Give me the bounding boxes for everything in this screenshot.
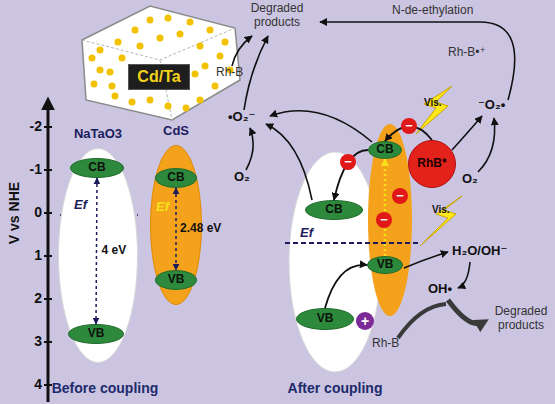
node-text: Cd/Ta — [137, 68, 180, 86]
band-edge-oval: CB — [368, 141, 402, 159]
cds-band — [368, 124, 412, 316]
dye-label: Rh-B — [216, 66, 243, 80]
fermi-level-label: Ef — [156, 200, 169, 215]
product-label: Degraded products — [484, 305, 555, 333]
ellipse-shape — [71, 159, 124, 178]
ellipse-shape — [69, 325, 124, 344]
band-edge-oval: CB — [305, 200, 363, 220]
electron-symbol: − — [376, 212, 392, 228]
ellipse-shape — [368, 257, 403, 274]
radical-label: ⁻O₂• — [478, 98, 505, 113]
connector — [175, 188, 177, 270]
connector — [334, 150, 368, 200]
axis-tick-label: 1 — [20, 247, 42, 263]
hole-symbol: + — [356, 312, 374, 330]
node-text: RhB* — [417, 157, 446, 170]
fermi-level-label: Ef — [74, 198, 87, 213]
node-text: VB — [317, 312, 334, 325]
connector — [384, 159, 387, 256]
panel-caption: Before coupling — [40, 380, 170, 396]
product-label: Degraded products — [240, 2, 314, 30]
degradation-arrow — [398, 304, 446, 338]
axis-tick-label: 3 — [20, 333, 42, 349]
node-text: CB — [325, 203, 342, 216]
electron-symbol: − — [340, 154, 356, 170]
axis-tick-label: 2 — [20, 290, 42, 306]
polyhedron — [82, 6, 240, 120]
dye-circle: RhB* — [408, 140, 456, 188]
dye-label: Rh-B — [372, 337, 399, 351]
panel-caption: After coupling — [270, 380, 400, 396]
band-heading: NaTaO3 — [74, 127, 122, 141]
light-label: Vis. — [424, 97, 442, 109]
band-heading: CdS — [163, 124, 189, 138]
band-edge-oval: CB — [155, 168, 197, 188]
process-label: N-de-ethylation — [392, 4, 473, 18]
fermi-level-label: Ef — [300, 226, 313, 241]
ellipse-shape — [297, 309, 354, 330]
connector — [96, 178, 97, 324]
node-text: VB — [168, 273, 185, 286]
band-edge-oval: VB — [68, 324, 124, 344]
ellipse-shape — [369, 142, 402, 159]
light-label: Vis. — [432, 204, 450, 216]
light-bolt — [416, 86, 452, 134]
ellipse-shape — [409, 141, 456, 188]
axis-tick-label: 0 — [20, 204, 42, 220]
node-text: VB — [377, 258, 394, 271]
species-label: O₂ — [462, 172, 478, 187]
species-label: O₂ — [234, 170, 250, 185]
dye-label: Rh-B•⁺ — [448, 46, 486, 60]
electron-symbol: − — [401, 118, 417, 134]
axis-tick-label: 4 — [20, 376, 42, 392]
node-text: CB — [88, 161, 105, 174]
potential-axis — [44, 102, 52, 402]
node-text: CB — [167, 171, 184, 184]
gap-label: 4 eV — [102, 243, 127, 257]
ellipse-shape — [306, 201, 363, 220]
ellipse-shape — [156, 169, 197, 188]
radical-label: •O₂⁻ — [228, 110, 255, 125]
light-bolt — [420, 196, 462, 246]
degradation-arrow — [448, 300, 484, 324]
natao3-band — [289, 152, 381, 372]
band-edge-oval: CB — [70, 158, 124, 178]
node-text: CB — [376, 143, 393, 156]
ellipse-shape — [59, 149, 138, 363]
axis-tick-label: -1 — [20, 161, 42, 177]
band-edge-oval: VB — [296, 308, 354, 330]
reaction-arrows — [232, 22, 515, 288]
axis-title: V vs NHE — [6, 173, 22, 253]
material-box: Cd/Ta — [128, 64, 190, 90]
band-edge-oval: VB — [367, 256, 403, 274]
gap-label: 2.48 eV — [180, 221, 221, 235]
connector — [325, 265, 367, 308]
fermi-line — [285, 242, 420, 244]
radical-label: OH• — [428, 282, 452, 297]
band-edge-oval: VB — [155, 270, 197, 290]
ellipse-shape — [156, 271, 197, 290]
node-text: VB — [88, 327, 105, 340]
species-label: H₂O/OH⁻ — [452, 244, 507, 259]
axis-tick-label: -2 — [20, 118, 42, 134]
electron-symbol: − — [392, 188, 408, 204]
